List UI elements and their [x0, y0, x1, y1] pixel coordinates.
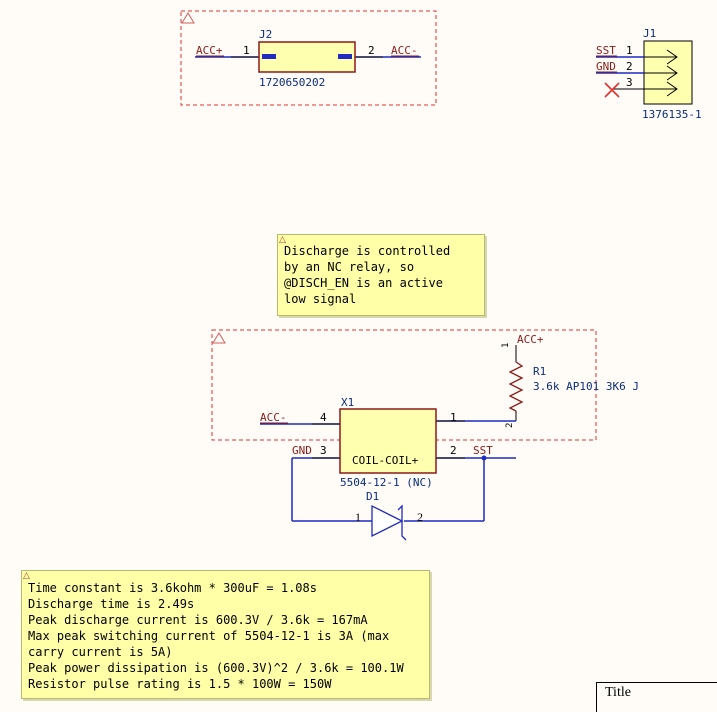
j2-net-acc-plus: ACC+	[196, 44, 223, 57]
j2-net-acc-minus: ACC-	[391, 44, 418, 57]
note-discharge-control[interactable]: △ Discharge is controlled by an NC relay…	[277, 234, 485, 316]
x1-pin1-number: 1	[450, 411, 457, 424]
note2-warning-icon: △	[23, 571, 30, 581]
note2-line-5: carry current is 5A)	[28, 645, 173, 659]
title-label: Title	[605, 685, 631, 700]
r1-pin2-number: 2	[505, 423, 515, 428]
j1-pin3-number: 3	[626, 76, 633, 89]
j2-dashed-box	[180, 10, 437, 106]
note1-line-3: @DISCH_EN is an active	[284, 276, 443, 290]
no-connect-icon	[604, 82, 620, 98]
x1-relay-body[interactable]	[339, 408, 437, 474]
j1-pin3-arrow-icon	[644, 81, 678, 97]
r1-pin1-number: 1	[501, 343, 511, 348]
note2-line-4: Max peak switching current of 5504-12-1 …	[28, 629, 390, 643]
j2-contact-1	[262, 54, 276, 59]
note2-line-1: Time constant is 3.6kohm * 300uF = 1.08s	[28, 581, 317, 595]
note-calculations[interactable]: △ Time constant is 3.6kohm * 300uF = 1.0…	[21, 570, 430, 699]
note1-line-4: low signal	[284, 292, 357, 306]
d1-pin1-number: 1	[355, 510, 361, 524]
r1-net-acc-plus: ACC+	[517, 333, 544, 346]
x1-net-gnd: GND	[292, 444, 312, 457]
j2-pin1-number: 1	[243, 44, 250, 57]
x1-designator: X1	[341, 396, 354, 409]
j1-pin1-number: 1	[626, 44, 633, 57]
x1-body-label: COIL-COIL+	[352, 454, 419, 467]
note1-line-1: Discharge is controlled	[284, 244, 451, 258]
note1-line-2: by an NC relay, so	[284, 260, 415, 274]
j1-pin2-arrow-icon	[644, 65, 678, 81]
j1-net-sst: SST	[596, 44, 616, 57]
x1-pin3-number: 3	[320, 444, 327, 457]
j1-part-number: 1376135-1	[642, 108, 702, 121]
x1-part-number: 5504-12-1 (NC)	[340, 476, 433, 489]
d1-pin2-number: 2	[417, 510, 423, 524]
j1-pin1-arrow-icon	[644, 49, 678, 65]
note2-line-3: Peak discharge current is 600.3V / 3.6k …	[28, 613, 368, 627]
j2-pin2-number: 2	[368, 44, 375, 57]
j2-contact-2	[338, 54, 352, 59]
note2-line-7: Resistor pulse rating is 1.5 * 100W = 15…	[28, 677, 332, 691]
j2-part-number: 1720650202	[259, 76, 325, 89]
x1-pin4-number: 4	[320, 411, 327, 424]
d1-diode-triangle[interactable]	[371, 504, 404, 538]
note1-warning-icon: △	[279, 235, 286, 245]
x1-net-sst: SST	[473, 444, 493, 457]
r1-value: 3.6k AP101 3K6 J	[533, 380, 639, 393]
r1-resistor-zigzag[interactable]	[508, 361, 524, 412]
title-block: Title	[596, 682, 717, 712]
j2-warning-icon	[181, 12, 195, 24]
d1-designator: D1	[366, 490, 379, 503]
j2-designator: J2	[259, 28, 272, 41]
note2-line-6: Peak power dissipation is (600.3V)^2 / 3…	[28, 661, 404, 675]
r1-designator: R1	[533, 365, 546, 378]
x1-net-acc-minus: ACC-	[260, 411, 287, 424]
d1-diode-bar	[397, 504, 407, 541]
note2-line-2: Discharge time is 2.49s	[28, 597, 195, 611]
j1-pin2-number: 2	[626, 60, 633, 73]
j1-designator: J1	[643, 27, 656, 40]
relay-warning-icon	[212, 332, 226, 344]
x1-pin2-number: 2	[450, 444, 457, 457]
j1-net-gnd: GND	[596, 60, 616, 73]
